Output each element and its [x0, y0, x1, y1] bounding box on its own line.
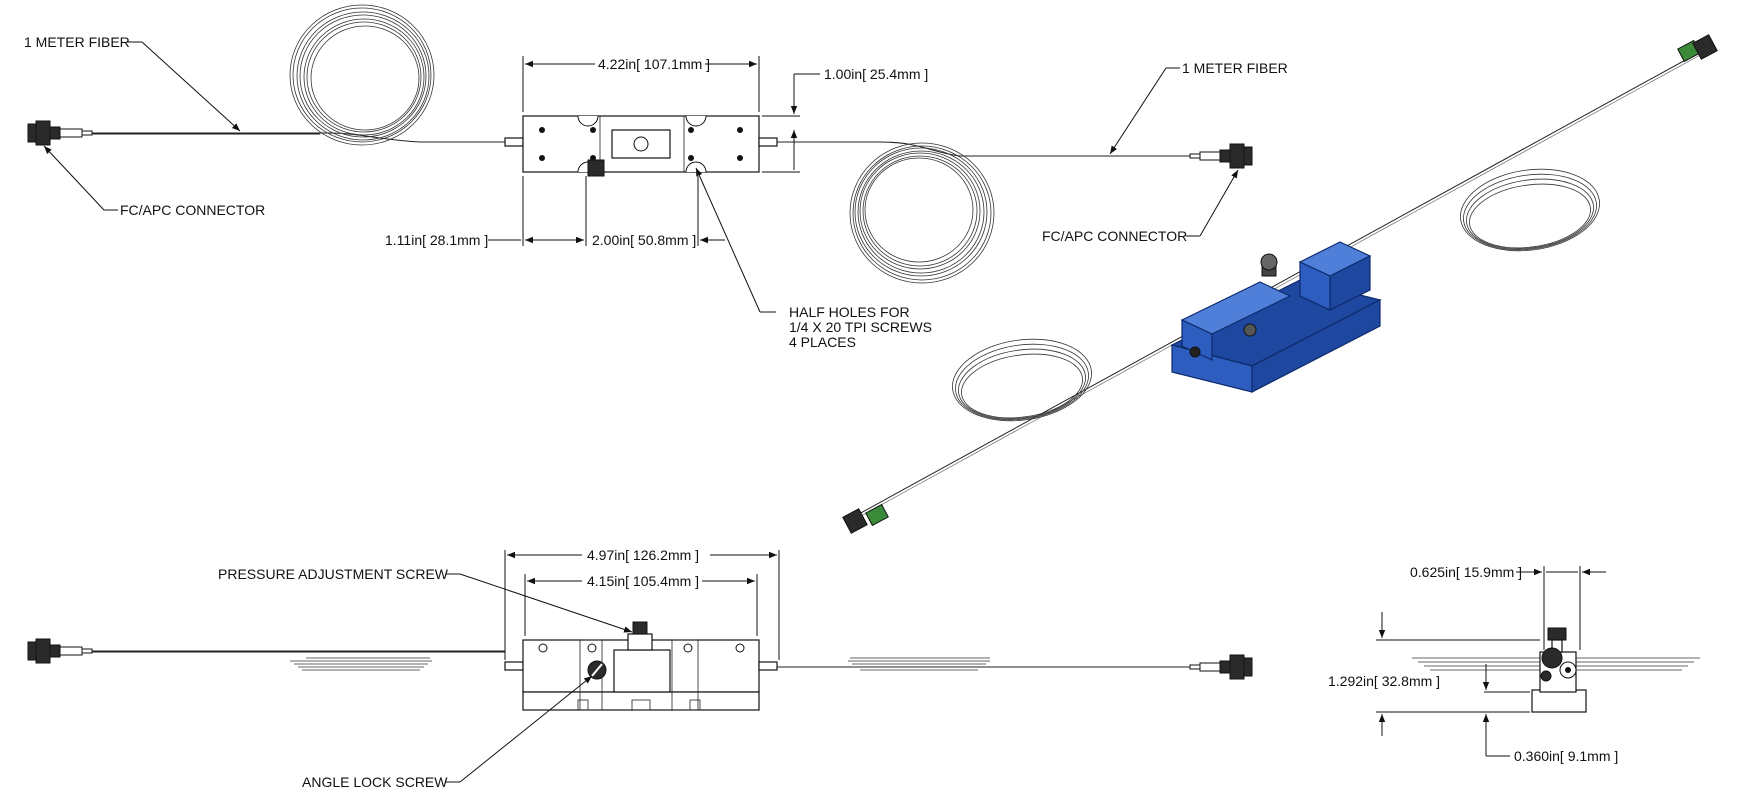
half-holes-line-2: 1/4 X 20 TPI SCREWS: [789, 319, 932, 335]
pressure-screw-label: PRESSURE ADJUSTMENT SCREW: [218, 566, 449, 582]
side-left-connector: [27, 638, 93, 664]
half-holes-line-3: 4 PLACES: [789, 334, 856, 350]
side-right-coil: [848, 657, 990, 671]
end-dim-fiber-height-text: 0.360in[ 9.1mm ]: [1514, 748, 1618, 764]
dim-body-text: 4.15in[ 105.4mm ]: [587, 573, 699, 589]
fiber-left-label: 1 METER FIBER: [24, 34, 130, 50]
end-dim-width-text: 0.625in[ 15.9mm ]: [1410, 564, 1522, 580]
side-view: 4.97in[ 126.2mm ] 4.15in[ 105.4mm ] PRES…: [27, 547, 1253, 788]
left-fiber-coil: [92, 4, 505, 146]
dim-height-text: 1.00in[ 25.4mm ]: [824, 66, 928, 82]
iso-housing: [1170, 241, 1382, 393]
connector-right-label: FC/APC CONNECTOR: [1042, 228, 1187, 244]
dim-offset-text: 1.11in[ 28.1mm ]: [385, 232, 488, 248]
right-fc-apc-connector: [1189, 143, 1253, 169]
side-view-housing: [504, 621, 778, 711]
half-holes-line-1: HALF HOLES FOR: [789, 304, 910, 320]
iso-connector-bottom: [842, 503, 889, 534]
top-view-housing: [504, 115, 778, 177]
side-right-connector: [1189, 654, 1253, 680]
iso-coil-right: [1460, 168, 1600, 252]
side-left-coil: [290, 657, 432, 671]
isometric-view: [842, 34, 1718, 534]
iso-connector-top: [1677, 34, 1718, 63]
fiber-right-label: 1 METER FIBER: [1182, 60, 1288, 76]
dim-hole-spacing-text: 2.00in[ 50.8mm ]: [592, 232, 696, 248]
connector-left-label: FC/APC CONNECTOR: [120, 202, 265, 218]
end-view-housing: [1531, 627, 1587, 713]
left-fc-apc-connector: [27, 120, 93, 146]
dim-overall-text: 4.97in[ 126.2mm ]: [587, 547, 699, 563]
angle-lock-label: ANGLE LOCK SCREW: [302, 774, 448, 788]
end-view: 0.625in[ 15.9mm ] 1.292in[ 32.8mm ] 0.36…: [1328, 564, 1700, 764]
top-view: 4.22in[ 107.1mm ] 1.00in[ 25.4mm ] 1.11i…: [24, 4, 1288, 350]
dim-length-text: 4.22in[ 107.1mm ]: [598, 56, 710, 72]
iso-coil-left: [952, 338, 1092, 422]
end-dim-height-text: 1.292in[ 32.8mm ]: [1328, 673, 1440, 689]
right-fiber-coil: [777, 141, 1190, 284]
